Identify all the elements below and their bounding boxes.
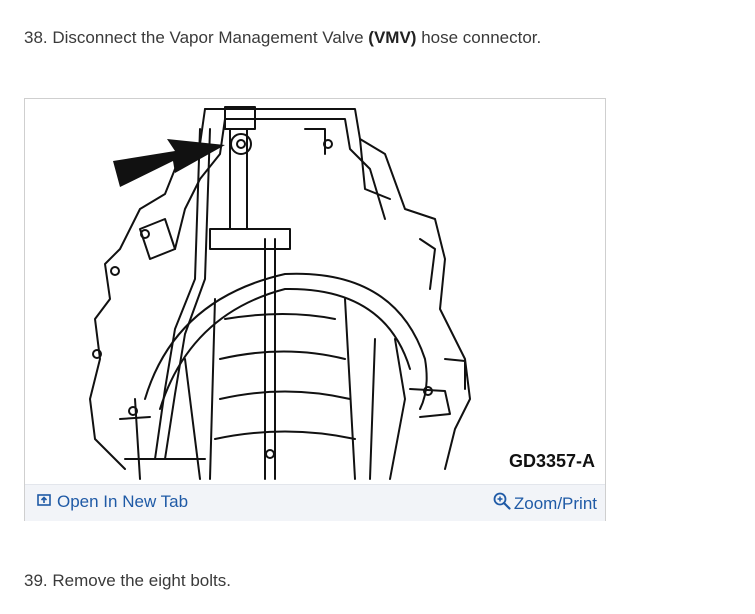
step-38-instruction: 38. Disconnect the Vapor Management Valv… [24, 27, 541, 49]
step-38-vmv-bold: (VMV) [368, 28, 417, 47]
open-in-new-tab-link[interactable]: Open In New Tab [37, 492, 188, 512]
open-in-new-tab-icon [37, 492, 51, 512]
transmission-diagram-image[interactable]: GD3357-A [25, 99, 605, 484]
zoom-print-link[interactable]: Zoom/Print [493, 492, 597, 515]
zoom-magnifier-icon [493, 492, 511, 515]
figure-code-label: GD3357-A [508, 451, 595, 471]
pointer-arrow [113, 139, 225, 187]
open-in-new-tab-label: Open In New Tab [57, 492, 189, 511]
figure-toolbar: Open In New Tab Zoom/Print [25, 484, 605, 521]
step-38-text-suffix: hose connector. [416, 28, 542, 47]
step-39-instruction: 39. Remove the eight bolts. [24, 571, 231, 590]
step-38-text-prefix: 38. Disconnect the Vapor Management Valv… [24, 28, 369, 47]
transmission-line-drawing [89, 106, 471, 480]
zoom-print-label: Zoom/Print [513, 493, 597, 513]
figure-panel: GD3357-A Open In New Tab Zoom/Print [24, 98, 606, 521]
